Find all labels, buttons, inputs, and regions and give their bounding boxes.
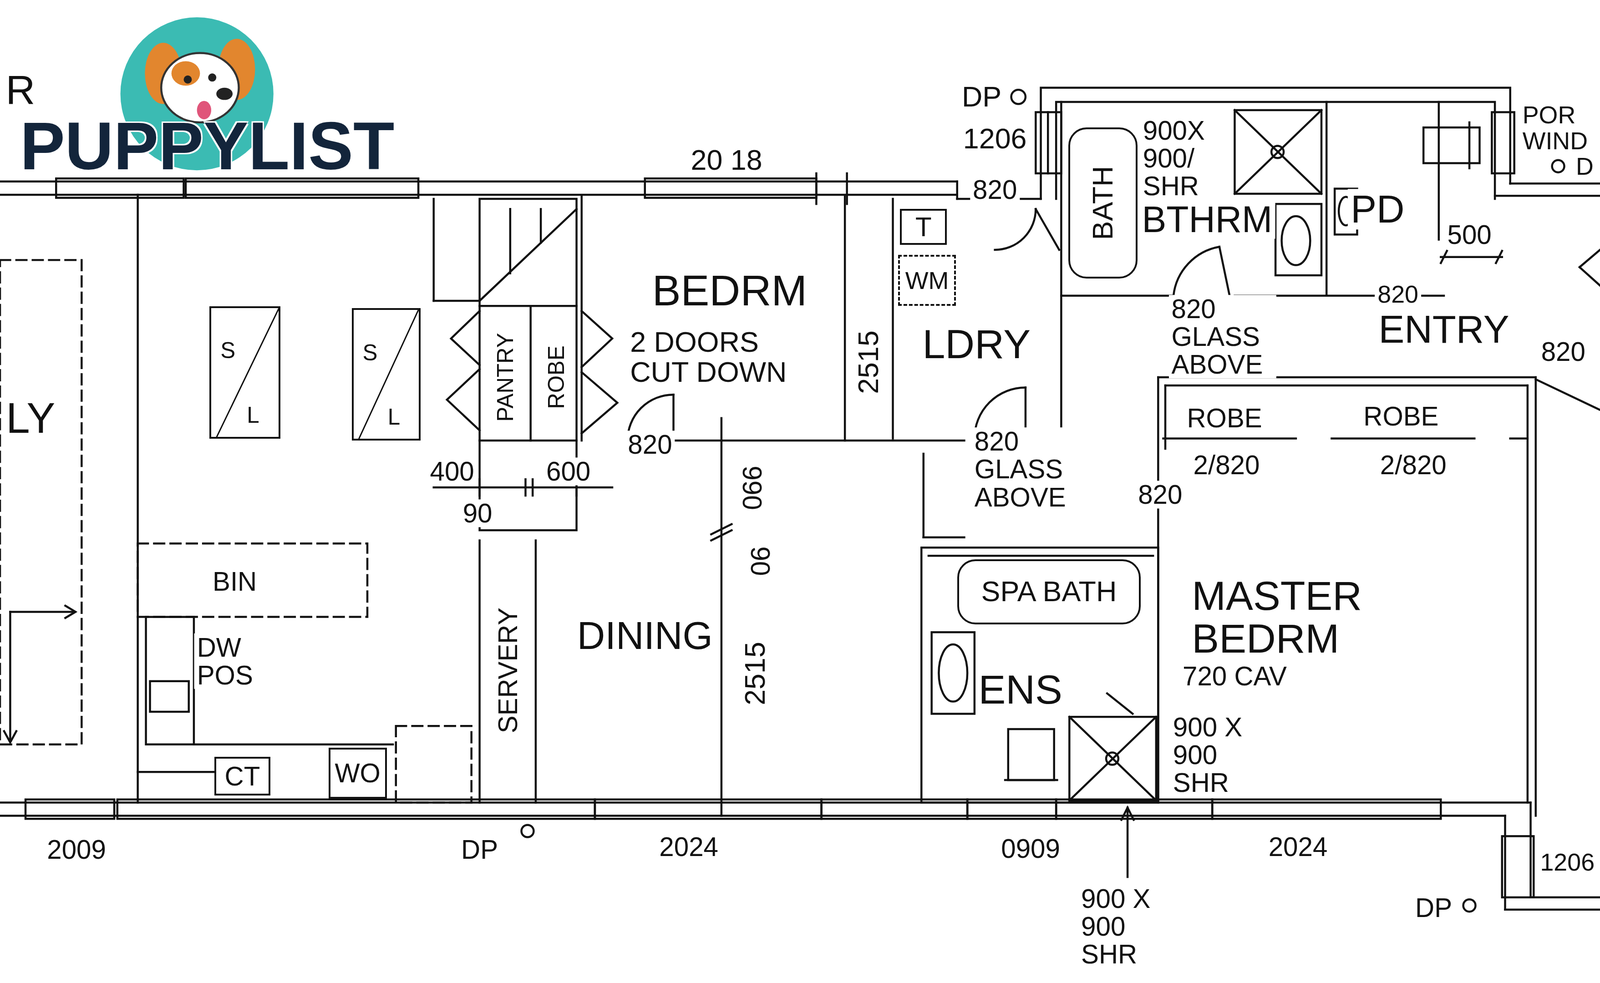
fixture-label: ROBE — [1360, 402, 1442, 431]
fixture-text: S — [220, 338, 236, 363]
window-size: 2024 — [1265, 833, 1331, 861]
door-size: 820 — [970, 175, 1020, 204]
fixture-text: L — [246, 403, 260, 427]
watermark: PUPPYLIST — [17, 110, 397, 182]
diagonal-line — [353, 309, 419, 439]
dimension: 90 — [746, 543, 774, 579]
door-size: 2/820 — [1377, 451, 1450, 480]
fixture-text: WO — [335, 759, 381, 788]
dimension: 600 — [543, 457, 594, 486]
room-name: SERVERY — [494, 604, 523, 737]
window-note: POR WIND — [1519, 101, 1597, 154]
spa-bath-fixture: SPA BATH — [957, 559, 1142, 625]
room-name: PANTRY — [493, 330, 518, 425]
fixture-label: ROBE — [1183, 404, 1265, 432]
door-size: 2/820 — [1190, 451, 1263, 480]
window-size: 1206 — [960, 123, 1030, 154]
fixture-text: CT — [224, 762, 261, 791]
dimension: 90 — [460, 499, 496, 528]
sink-box: SL — [209, 306, 281, 439]
downpipe-label: D — [1573, 153, 1597, 179]
cooktop-box: CT — [214, 756, 271, 796]
note: 720 CAV — [1179, 662, 1290, 691]
door-size: 820 — [1374, 280, 1422, 307]
room-name: ENS — [975, 668, 1065, 712]
fixture-label: DW POS — [194, 633, 272, 689]
dimension: 2515 — [740, 639, 771, 709]
window-size: 20 18 — [688, 145, 766, 176]
sink-box: SL — [351, 308, 421, 441]
oven-box: WO — [328, 747, 387, 799]
room-name: MASTER BEDRM — [1188, 574, 1399, 661]
room-name: ENTRY — [1375, 309, 1512, 350]
fixture-note: 900X 900/ SHR — [1140, 116, 1228, 201]
window-size: 2009 — [44, 836, 109, 864]
room-name: BTHRM — [1138, 200, 1275, 239]
window-size: 0909 — [998, 834, 1063, 863]
fixture-text: BATH — [1087, 166, 1118, 241]
fixture-text: WM — [905, 267, 950, 294]
fixture-text: T — [915, 213, 932, 241]
door-size: 820 — [1538, 338, 1589, 366]
note: 2 DOORS CUT DOWN — [627, 327, 802, 388]
dimension: 990 — [737, 462, 766, 513]
downpipe-label: DP — [458, 836, 501, 864]
door-size: 820 — [1135, 481, 1185, 509]
room-name: PD — [1347, 188, 1407, 230]
fixture-label: BIN — [209, 567, 260, 596]
downpipe-label: DP — [959, 81, 1005, 112]
dimension: 2515 — [853, 327, 884, 397]
door-size: 820 — [624, 431, 675, 459]
fixture-text: S — [362, 340, 378, 365]
dimension: 500 — [1444, 220, 1494, 249]
room-name: LDRY — [919, 322, 1034, 366]
tub-fixture: T — [899, 208, 947, 245]
bath-fixture: BATH — [1068, 127, 1138, 279]
window-size: 2024 — [656, 833, 722, 861]
fixture-note: 900 X 900 SHR — [1170, 713, 1273, 798]
corner-text: R — [2, 68, 38, 112]
door-note: 820 GLASS ABOVE — [1168, 294, 1277, 379]
dimension: 400 — [426, 457, 477, 486]
washer-fixture: WM — [898, 254, 957, 306]
downpipe-label: DP — [1412, 893, 1455, 922]
room-name: DINING — [574, 615, 716, 656]
room-name: LY — [3, 396, 58, 442]
diagonal-line — [211, 308, 280, 437]
room-name: BEDRM — [649, 268, 810, 314]
door-note: 820 GLASS ABOVE — [971, 427, 1080, 512]
room-name: ROBE — [544, 343, 569, 413]
window-size: 1206 — [1537, 849, 1598, 875]
fixture-text: SPA BATH — [981, 576, 1118, 607]
fixture-text: L — [387, 405, 401, 429]
fixture-note: 900 X 900 SHR — [1078, 884, 1181, 969]
